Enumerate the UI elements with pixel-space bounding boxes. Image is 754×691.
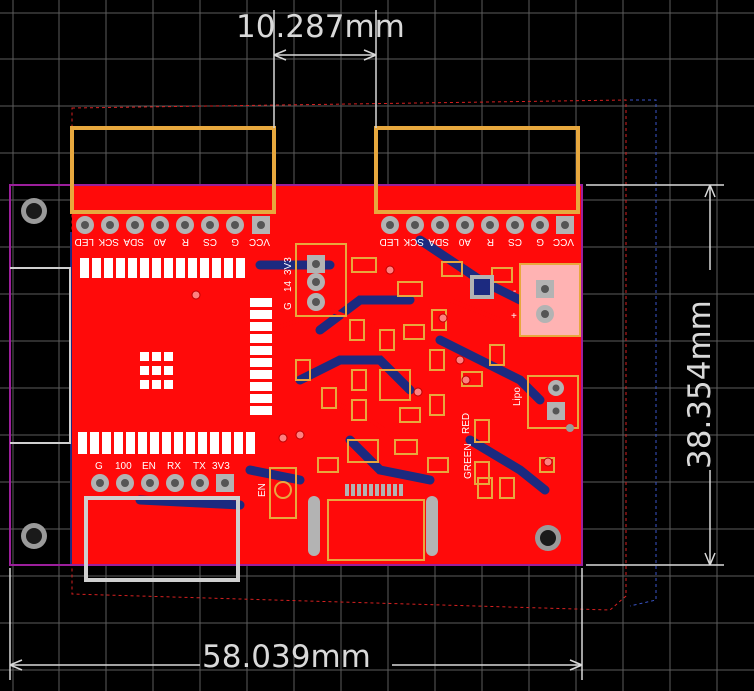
small-header-label-g: G: [283, 302, 294, 310]
header-right-label: SCK: [403, 236, 424, 247]
header-left-labels: LED SCK SDA A0 R CS G VCC: [75, 236, 270, 247]
bottom-header-label: 3V3: [212, 461, 230, 472]
header-right-outline: [374, 126, 580, 214]
small-header-pins[interactable]: [307, 255, 325, 311]
header-right-pins[interactable]: [381, 216, 574, 234]
header-right-label: LED: [380, 236, 399, 247]
usbc-connector: [308, 484, 438, 561]
header-left-label: CS: [203, 236, 217, 247]
vias: [191, 265, 553, 467]
bottom-header-label: G: [95, 461, 103, 472]
small-header-outline: [295, 243, 347, 317]
lipo-jumper[interactable]: [527, 375, 579, 429]
bottom-header-label: TX: [193, 461, 206, 472]
battery-connector[interactable]: [519, 263, 581, 337]
bottom-header-pins[interactable]: [91, 474, 234, 492]
header-right-label: SDA: [428, 236, 449, 247]
qfn-chip: [470, 275, 494, 299]
bottom-header-outline: [84, 496, 240, 582]
battery-minus-label: -: [513, 286, 516, 297]
led-red: [474, 419, 490, 443]
keepout-outline: [9, 184, 583, 566]
header-left-label: LED: [75, 236, 94, 247]
dimension-right: [586, 184, 724, 566]
top-copper-pour: [72, 185, 582, 565]
small-header-label-3v3: 3V3: [283, 257, 294, 275]
bottom-layer-outline: [629, 99, 657, 607]
small-header-labels: G 14 3V3: [283, 257, 294, 310]
dimension-bottom: [9, 568, 583, 680]
bottom-header-label: RX: [167, 461, 181, 472]
en-button-outline: [269, 467, 297, 519]
display-pads-bottom: [78, 432, 255, 454]
battery-plus-label: +: [511, 311, 517, 322]
display-pads-top: [80, 258, 245, 278]
header-left-label: SDA: [123, 236, 144, 247]
header-left-label: G: [231, 236, 239, 247]
usb-outline: [10, 267, 71, 444]
header-right-labels: LED SCK SDA A0 R CS G VCC: [380, 236, 574, 247]
dimension-right-label: 38.354mm: [682, 300, 718, 469]
thermal-via-array: [140, 352, 173, 389]
led-red-label: RED: [461, 413, 472, 434]
header-left-label: A0: [153, 236, 166, 247]
header-left-outline: [70, 126, 276, 214]
smd-components: [295, 257, 555, 499]
bottom-header-label: EN: [142, 461, 156, 472]
led-green: [474, 461, 490, 485]
header-right-label: G: [536, 236, 544, 247]
lipo-label: Lipo: [512, 387, 523, 406]
display-pads-side: [250, 298, 272, 415]
bottom-header-labels: G 100 EN RX TX 3V3: [95, 461, 230, 472]
bottom-header-label: 100: [115, 461, 132, 472]
header-right-label: CS: [508, 236, 522, 247]
dimension-top-label: 10.287mm: [236, 9, 405, 45]
header-right-label: R: [487, 236, 494, 247]
dimension-bottom-label: 58.039mm: [202, 639, 371, 675]
header-left-label: R: [182, 236, 189, 247]
en-button[interactable]: [274, 481, 292, 499]
en-button-label: EN: [257, 483, 268, 497]
header-left-label: SCK: [98, 236, 119, 247]
led-green-label: GREEN: [463, 443, 474, 479]
mounting-holes: [21, 198, 574, 551]
dimension-top: [273, 10, 377, 128]
header-right-label: VCC: [553, 236, 574, 247]
header-left-label: VCC: [249, 236, 270, 247]
header-right-label: A0: [458, 236, 471, 247]
small-header-label-14: 14: [283, 280, 294, 292]
header-left-pins[interactable]: [76, 216, 270, 234]
